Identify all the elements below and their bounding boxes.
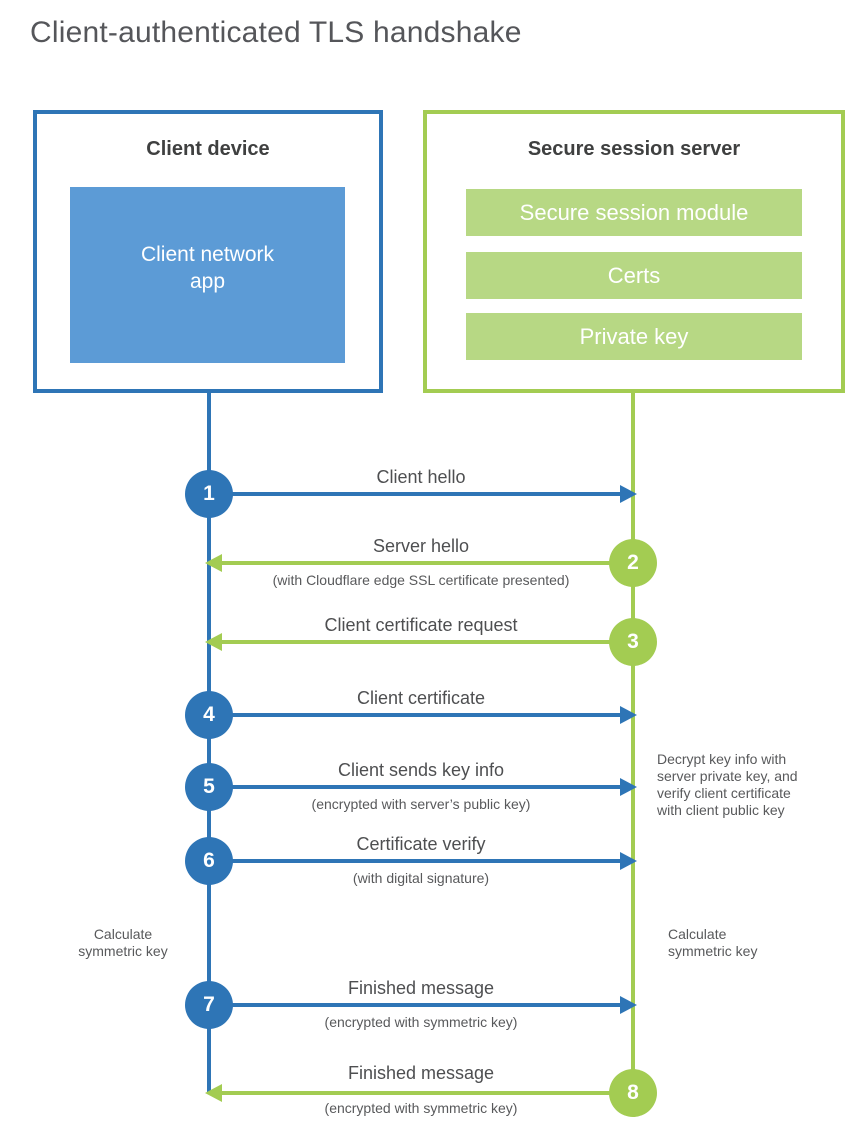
step-number: 3 — [627, 630, 639, 653]
certificate-verify-arrow — [209, 852, 637, 870]
step-circle-7: 7 — [185, 981, 233, 1029]
client-device-title: Client device — [146, 138, 270, 160]
client-certificate-request-arrow — [205, 633, 633, 651]
message-subtitle: (encrypted with server’s public key) — [311, 796, 531, 812]
client-sends-key-info-arrow — [209, 778, 637, 796]
step-number: 7 — [203, 993, 215, 1016]
arrowhead-right-icon — [620, 485, 637, 503]
arrowhead-right-icon — [620, 996, 637, 1014]
step-circle-4: 4 — [185, 691, 233, 739]
secure-session-module-bar: Secure session module — [466, 189, 802, 236]
page-title: Client-authenticated TLS handshake — [30, 16, 522, 49]
client-device-box: Client device Client network app — [33, 110, 383, 393]
step-circle-3: 3 — [609, 618, 657, 666]
step-circle-8: 8 — [609, 1069, 657, 1117]
client-network-app-label: Client network app — [140, 242, 275, 293]
arrowhead-right-icon — [620, 706, 637, 724]
step-circle-2: 2 — [609, 539, 657, 587]
step-number: 4 — [203, 703, 215, 726]
step-number: 2 — [627, 551, 639, 574]
message-label: Client certificate request — [324, 615, 518, 635]
step-number: 8 — [627, 1081, 639, 1104]
step-circle-5: 5 — [185, 763, 233, 811]
step-number: 5 — [203, 775, 215, 798]
message-subtitle: (encrypted with symmetric key) — [324, 1014, 518, 1030]
calculate-symmetric-key-note-server: Calculate symmetric key — [668, 926, 758, 959]
message-label: Certificate verify — [356, 834, 486, 854]
arrowhead-left-icon — [205, 633, 222, 651]
message-label: Client sends key info — [337, 760, 505, 780]
arrowhead-left-icon — [205, 1084, 222, 1102]
message-subtitle: (with digital signature) — [352, 870, 490, 886]
step-number: 1 — [203, 482, 215, 505]
step-number: 6 — [203, 849, 215, 872]
calculate-symmetric-key-note-client: Calculate symmetric key — [78, 926, 168, 959]
client-certificate-arrow — [209, 706, 637, 724]
step-circle-1: 1 — [185, 470, 233, 518]
message-subtitle: (with Cloudflare edge SSL certificate pr… — [272, 572, 570, 588]
message-label: Client certificate — [356, 688, 486, 708]
finished-message-client-arrow — [209, 996, 637, 1014]
message-label: Client hello — [376, 467, 466, 487]
client-hello-arrow — [209, 485, 637, 503]
secure-session-server-title: Secure session server — [527, 138, 741, 160]
client-network-app-box: Client network app — [70, 187, 345, 363]
message-subtitle: (encrypted with symmetric key) — [324, 1100, 518, 1116]
finished-message-server-arrow — [205, 1084, 633, 1102]
message-label: Finished message — [347, 1063, 495, 1083]
step-circle-6: 6 — [185, 837, 233, 885]
message-label: Server hello — [372, 536, 470, 556]
message-label: Finished message — [347, 978, 495, 998]
secure-session-server-box: Secure session server Secure session mod… — [423, 110, 845, 393]
arrowhead-right-icon — [620, 778, 637, 796]
server-hello-arrow — [205, 554, 633, 572]
server-lifeline — [631, 393, 635, 1105]
private-key-bar: Private key — [466, 313, 802, 360]
decrypt-key-note: Decrypt key info with server private key… — [657, 751, 798, 818]
certs-bar: Certs — [466, 252, 802, 299]
arrowhead-right-icon — [620, 852, 637, 870]
arrowhead-left-icon — [205, 554, 222, 572]
client-lifeline — [207, 393, 211, 1093]
